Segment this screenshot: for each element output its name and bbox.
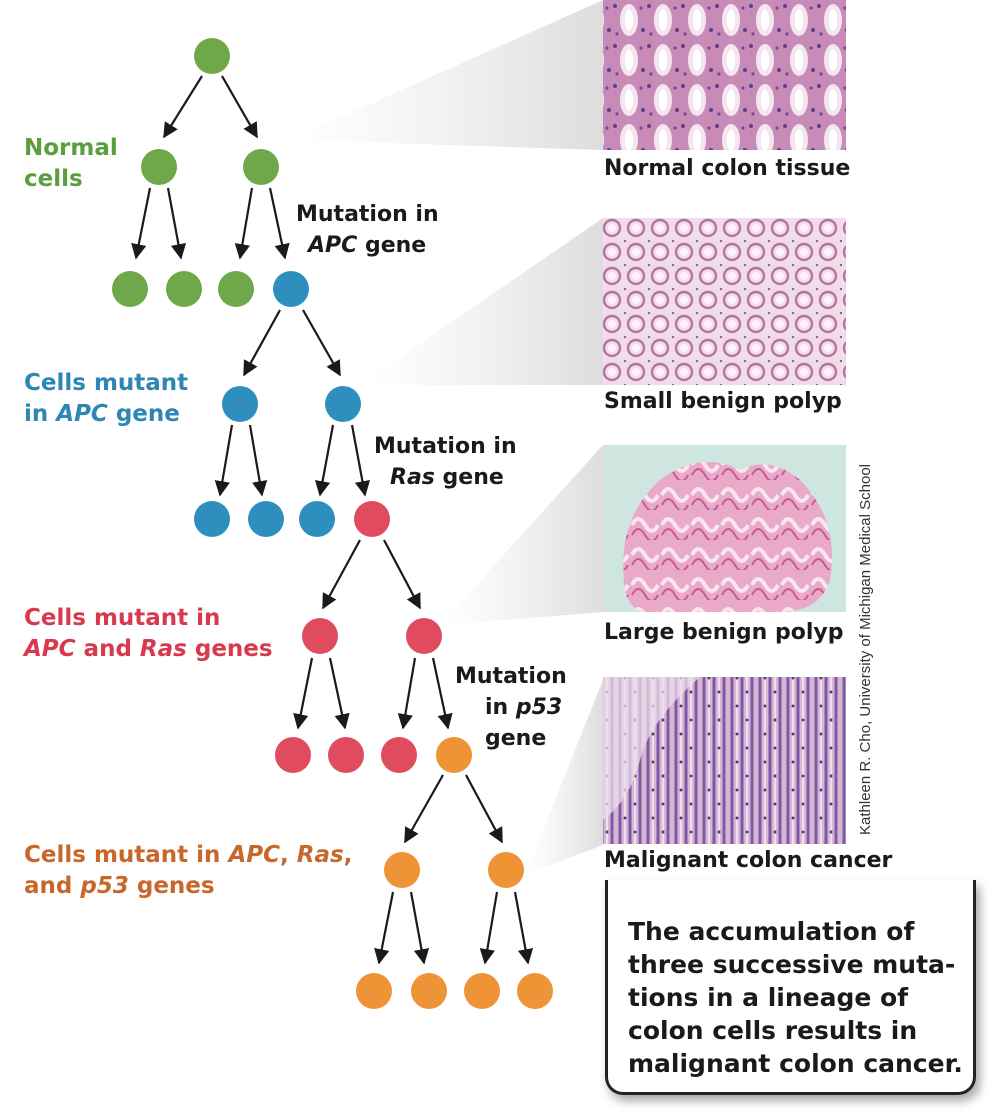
cell-apc-ras-p53-mutant (464, 973, 500, 1009)
cell-normal (243, 149, 279, 185)
label-normal-cells: Normal cells (24, 135, 118, 192)
cell-apc-mutant (299, 501, 335, 537)
apc-ras-p53-mutant-cells (356, 737, 553, 1009)
cell-apc-mutant (273, 271, 309, 307)
micrograph-normal-colon-tissue (603, 0, 846, 150)
cell-normal (218, 271, 254, 307)
cell-apc-mutant (194, 501, 230, 537)
caption-large-benign-polyp: Large benign polyp (604, 620, 844, 645)
cell-apc-ras-p53-mutant (356, 973, 392, 1009)
apc-mutant-cells (194, 271, 361, 537)
zoom-beam-normal (290, 0, 603, 150)
cell-apc-ras-mutant (381, 737, 417, 773)
cell-apc-ras-mutant (328, 737, 364, 773)
cell-normal (112, 271, 148, 307)
cell-apc-ras-p53-mutant (411, 973, 447, 1009)
label-apc-ras-mutant-cells: Cells mutant in APC and Ras genes (24, 605, 273, 662)
caption-malignant-colon-cancer: Malignant colon cancer (604, 848, 893, 873)
cell-apc-mutant (248, 501, 284, 537)
label-apc-mutant-cells: Cells mutant in APC gene (24, 370, 189, 427)
cell-normal (141, 149, 177, 185)
summary-line: colon cells results in (628, 1016, 918, 1045)
caption-small-benign-polyp: Small benign polyp (604, 389, 842, 414)
label-mutation-p53: Mutation in p53 gene (455, 664, 567, 751)
summary-line: The accumulation of (628, 917, 915, 946)
summary-line: three successive muta- (628, 950, 956, 979)
lineage-arrows (131, 75, 534, 965)
normal-cells (112, 38, 279, 307)
label-mutation-apc: Mutation in APC gene (296, 202, 439, 258)
photo-credit: Kathleen R. Cho, University of Michigan … (857, 463, 874, 835)
cell-apc-ras-p53-mutant (517, 973, 553, 1009)
cell-apc-ras-mutant (275, 737, 311, 773)
cell-apc-ras-mutant (302, 618, 338, 654)
cell-apc-ras-p53-mutant (488, 852, 524, 888)
summary-box: The accumulation of three successive mut… (605, 880, 976, 1095)
cell-apc-mutant (325, 386, 361, 422)
micrograph-small-benign-polyp (603, 218, 846, 385)
micrograph-malignant-overlay (603, 677, 700, 820)
caption-normal-colon-tissue: Normal colon tissue (604, 156, 851, 181)
cell-apc-mutant (222, 386, 258, 422)
cell-apc-ras-mutant (406, 618, 442, 654)
summary-line: malignant colon cancer. (628, 1049, 963, 1078)
label-apc-ras-p53-mutant-cells: Cells mutant in APC, Ras, and p53 genes (24, 842, 353, 899)
cell-apc-ras-mutant (354, 501, 390, 537)
cell-apc-ras-p53-mutant (436, 737, 472, 773)
cell-normal (194, 38, 230, 74)
apc-ras-mutant-cells (275, 501, 442, 773)
cell-apc-ras-p53-mutant (384, 852, 420, 888)
summary-line: tions in a lineage of (628, 983, 909, 1012)
zoom-beam-large-polyp (440, 445, 603, 625)
label-mutation-ras: Mutation in Ras gene (374, 434, 517, 490)
summary-text: The accumulation of three successive mut… (628, 915, 963, 1080)
zoom-beam-malignant (525, 680, 603, 875)
micrograph-large-benign-polyp (623, 462, 832, 612)
cell-normal (166, 271, 202, 307)
zoom-beam-small-polyp (360, 218, 603, 385)
